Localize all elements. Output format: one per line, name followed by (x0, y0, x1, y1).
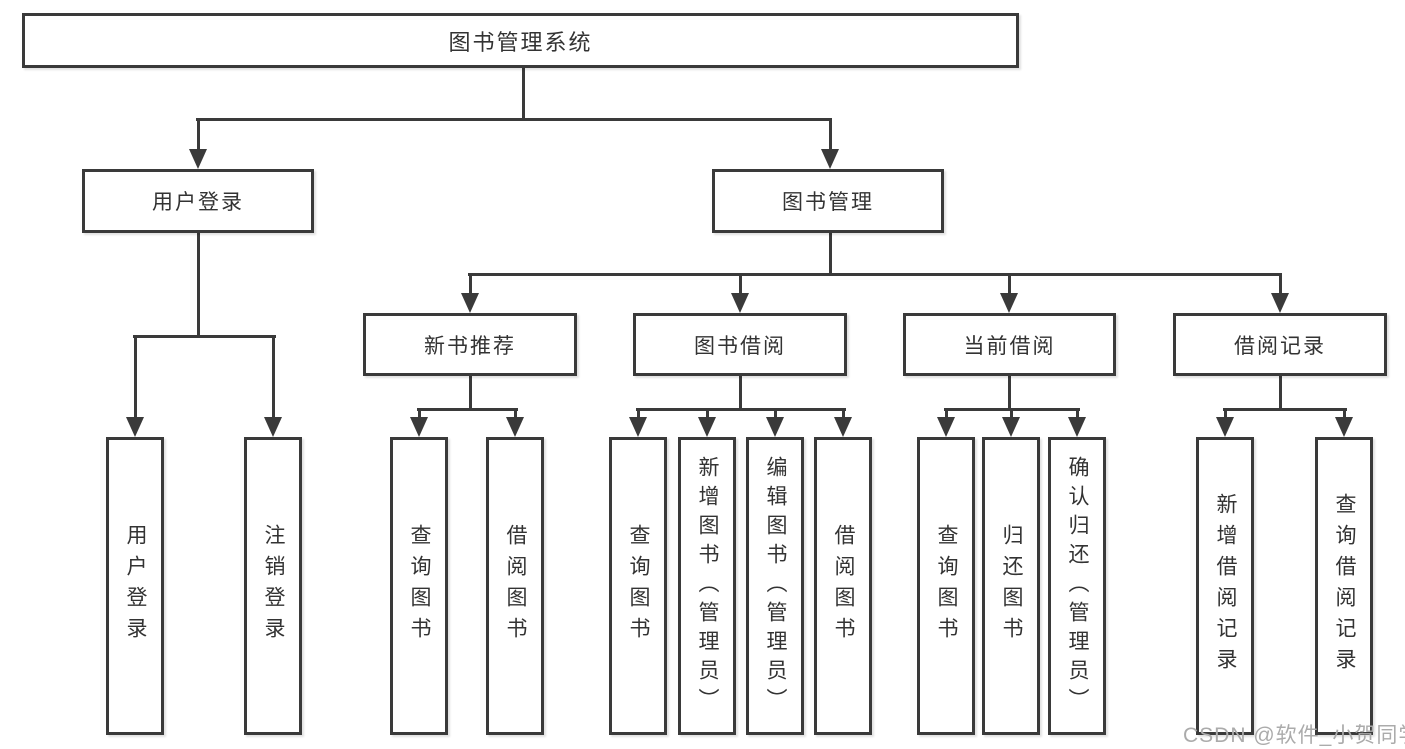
arrowhead-down-icon (698, 417, 716, 437)
node-label: 查询图书 (627, 524, 650, 648)
node-book-borrowing: 图书借阅 (633, 313, 847, 376)
leaf-records-query-borrow-record: 查询借阅记录 (1315, 437, 1373, 735)
connector-vline (1007, 376, 1011, 411)
node-label: 借阅记录 (1234, 334, 1326, 358)
node-label: 新增图书（管理员） (696, 455, 719, 717)
node-label: 借阅图书 (832, 524, 855, 648)
node-label: 确认归还（管理员） (1066, 455, 1089, 717)
arrowhead-down-icon (821, 149, 839, 169)
node-label: 借阅图书 (504, 524, 527, 648)
connector-arrow-stem (417, 408, 421, 419)
node-user-login: 用户登录 (82, 169, 314, 233)
node-label: 新书推荐 (424, 334, 516, 358)
connector-arrow-stem (468, 273, 472, 295)
leaf-borrowing-query-books: 查询图书 (609, 437, 667, 735)
leaf-current-query-books: 查询图书 (917, 437, 975, 735)
connector-arrow-stem (705, 408, 709, 419)
arrowhead-down-icon (461, 293, 479, 313)
node-label: 查询图书 (935, 524, 958, 648)
node-label: 新增借阅记录 (1214, 493, 1237, 679)
arrowhead-down-icon (766, 417, 784, 437)
arrowhead-down-icon (1068, 417, 1086, 437)
csdn-watermark: CSDN @软件_小贺同学 (1183, 724, 1405, 747)
connector-arrow-stem (1223, 408, 1227, 419)
node-label: 当前借阅 (963, 334, 1056, 358)
arrowhead-down-icon (937, 417, 955, 437)
connector-vline (1278, 376, 1282, 411)
node-current-borrowing: 当前借阅 (903, 313, 1116, 376)
connector-hline (468, 273, 1282, 276)
connector-arrow-stem (1007, 273, 1011, 295)
connector-arrow-stem (944, 408, 948, 419)
leaf-logout: 注销登录 (244, 437, 302, 735)
node-label: 查询图书 (408, 524, 431, 648)
connector-hline (417, 408, 518, 411)
connector-arrow-stem (196, 118, 200, 151)
connector-arrow-stem (1342, 408, 1346, 419)
arrowhead-down-icon (1000, 293, 1018, 313)
connector-arrow-stem (828, 118, 832, 151)
node-label: 图书管理系统 (448, 29, 593, 55)
connector-vline (468, 376, 472, 411)
connector-vline (738, 376, 742, 411)
connector-hline (1223, 408, 1347, 411)
connector-hline (636, 408, 846, 411)
arrowhead-down-icon (126, 417, 144, 437)
node-label: 图书借阅 (694, 334, 786, 358)
leaf-newbook-query-books: 查询图书 (390, 437, 448, 735)
node-label: 用户登录 (124, 524, 147, 648)
leaf-borrowing-edit-books-admin: 编辑图书（管理员） (746, 437, 804, 735)
node-label: 注销登录 (262, 524, 285, 648)
connector-vline (521, 68, 525, 121)
leaf-records-add-borrow-record: 新增借阅记录 (1196, 437, 1254, 735)
connector-vline (196, 233, 200, 338)
node-label: 图书管理 (782, 191, 874, 214)
leaf-user-login: 用户登录 (106, 437, 164, 735)
node-borrow-records: 借阅记录 (1173, 313, 1387, 376)
node-label: 编辑图书（管理员） (764, 455, 787, 717)
connector-arrow-stem (513, 408, 517, 419)
node-new-book-recommend: 新书推荐 (363, 313, 577, 376)
connector-arrow-stem (1009, 408, 1013, 419)
connector-hline (196, 118, 832, 121)
connector-arrow-stem (133, 335, 137, 419)
arrowhead-down-icon (506, 417, 524, 437)
arrowhead-down-icon (731, 293, 749, 313)
arrowhead-down-icon (629, 417, 647, 437)
arrowhead-down-icon (1335, 417, 1353, 437)
connector-arrow-stem (738, 273, 742, 295)
node-label: 用户登录 (152, 191, 244, 214)
leaf-borrowing-add-books-admin: 新增图书（管理员） (678, 437, 736, 735)
connector-vline (828, 232, 832, 276)
connector-hline (133, 335, 276, 338)
node-book-management: 图书管理 (712, 169, 944, 233)
node-label: 归还图书 (1000, 524, 1023, 648)
arrowhead-down-icon (834, 417, 852, 437)
arrowhead-down-icon (1002, 417, 1020, 437)
leaf-current-confirm-return-admin: 确认归还（管理员） (1048, 437, 1106, 735)
arrowhead-down-icon (410, 417, 428, 437)
connector-arrow-stem (773, 408, 777, 419)
leaf-borrowing-borrow-books: 借阅图书 (814, 437, 872, 735)
arrowhead-down-icon (264, 417, 282, 437)
node-root-library-system: 图书管理系统 (22, 13, 1019, 68)
connector-arrow-stem (636, 408, 640, 419)
arrowhead-down-icon (1216, 417, 1234, 437)
leaf-current-return-books: 归还图书 (982, 437, 1040, 735)
arrowhead-down-icon (189, 149, 207, 169)
leaf-newbook-borrow-books: 借阅图书 (486, 437, 544, 735)
connector-arrow-stem (841, 408, 845, 419)
connector-arrow-stem (271, 335, 275, 419)
arrowhead-down-icon (1271, 293, 1289, 313)
connector-arrow-stem (1075, 408, 1079, 419)
connector-arrow-stem (1278, 273, 1282, 295)
node-label: 查询借阅记录 (1333, 493, 1356, 679)
